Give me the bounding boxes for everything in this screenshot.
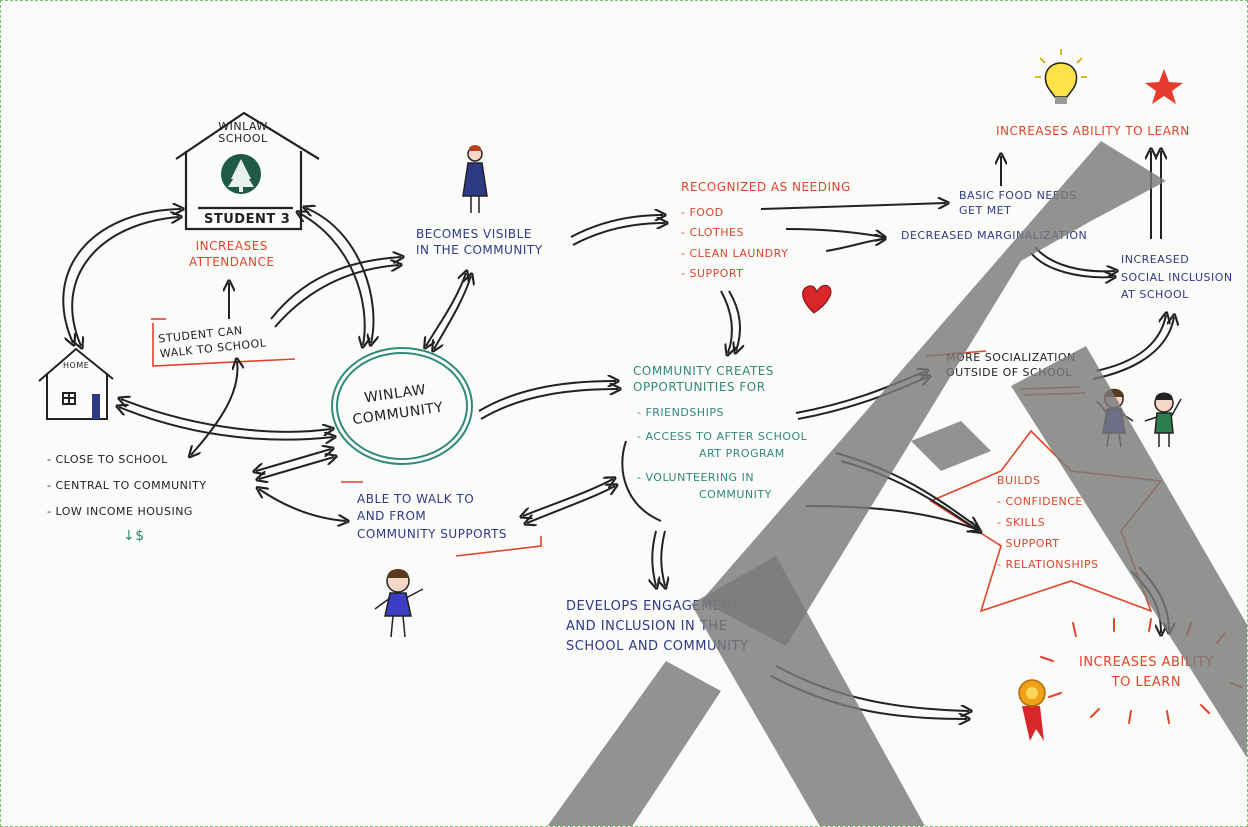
builds-item: - Support [997,536,1060,550]
needs-item: - Clothes [681,226,744,240]
becomes-visible-label: Becomes visible in the community [416,227,543,258]
opportunities-item: - Friendships [637,406,724,419]
child-figure-icon [374,569,424,638]
basic-food-label: Basic food needs get met [959,189,1077,217]
needs-title: Recognized as needing [681,180,851,194]
low-income-note: ↓$ [123,528,145,544]
home-house-drawing [38,347,114,420]
home-attribute: - Central to community [47,478,207,492]
able-to-walk-label: Able to walk to and from community suppo… [357,492,508,541]
socialization-label: More socialization outside of school [946,351,1076,379]
decreased-marginalization-label: Decreased marginalization [901,229,1088,242]
builds-item: - Confidence [997,494,1083,508]
home-attributes-list: - Close to school - Central to community… [47,447,207,525]
opportunities-item: - Volunteering in [637,470,755,484]
builds-title: Builds [997,474,1041,487]
needs-item: - Support [681,267,744,281]
increases-ability-top: Increases ability to learn [996,124,1190,138]
home-attribute: - Close to school [47,453,168,466]
tree-logo-icon [221,154,261,194]
opportunities-item: community [699,488,772,502]
builds-item: - Relationships [997,557,1099,571]
needs-list: - Food - Clothes - Clean laundry - Suppo… [681,203,788,284]
medal-icon [1018,679,1046,741]
attendance-effect: Increases Attendance [189,239,275,270]
builds-list: Builds - Confidence - Skills - Support -… [997,471,1099,575]
heart-icon [802,284,832,314]
opportunities-item: art program [699,447,785,461]
lightbulb-icon [1035,49,1087,104]
opportunities-list: - Friendships - Access to after school a… [637,404,807,504]
engagement-label: Develops engagement and inclusion in the… [566,599,749,655]
needs-item: - Food [681,206,724,219]
student-label: Student 3 [204,212,291,227]
increased-social-label: Increased social inclusion at school [1121,253,1233,302]
needs-item: - Clean laundry [681,246,789,260]
school-house-drawing [175,111,320,231]
girl-figure-icon [462,145,488,213]
opportunities-title: Community creates opportunities for [633,364,774,395]
home-label: Home [63,361,90,370]
two-kids-icon [1096,388,1182,448]
builds-item: - Skills [997,515,1046,529]
star-icon [1145,69,1183,104]
increases-ability-bottom: Increases ability to learn [1079,655,1214,690]
opportunities-item: - Access to after school [637,429,808,443]
home-attribute: - Low income housing [47,504,193,518]
school-name: Winlaw School [218,120,268,146]
